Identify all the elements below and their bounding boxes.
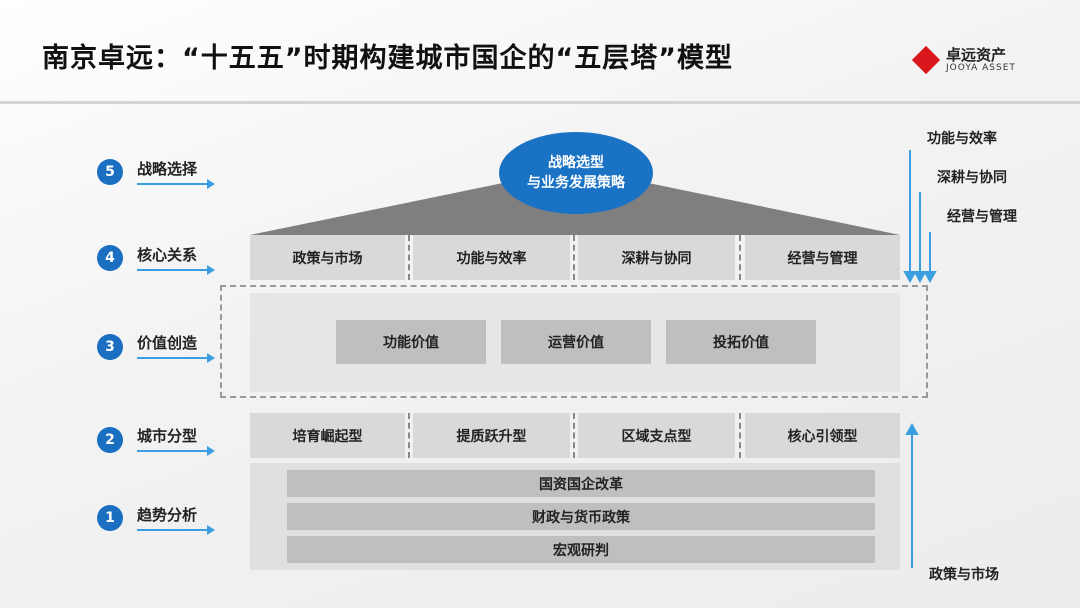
strategy-ellipse: 战略选型 与业务发展策略 <box>499 132 653 214</box>
value-box: 功能价值 <box>336 320 486 364</box>
city-type-box: 培育崛起型 <box>250 413 405 458</box>
layer-5-arrow-icon <box>137 179 215 189</box>
city-type-box: 核心引领型 <box>745 413 900 458</box>
divider <box>739 413 741 458</box>
layer-1-number: 1 <box>97 505 123 531</box>
strategy-line2: 与业务发展策略 <box>527 175 625 191</box>
layer-3-number: 3 <box>97 334 123 360</box>
relation-box: 政策与市场 <box>250 235 405 280</box>
layer-2-arrow-icon <box>137 446 215 456</box>
layer-4-arrow-icon <box>137 265 215 275</box>
layer-5-number: 5 <box>97 159 123 185</box>
bottom-right-label: 政策与市场 <box>929 567 999 583</box>
right-label: 深耕与协同 <box>937 170 1007 186</box>
divider <box>573 235 575 280</box>
layer-3-arrow-icon <box>137 353 215 363</box>
trend-bar: 宏观研判 <box>287 536 875 563</box>
layer-4-label: 核心关系 <box>137 246 198 264</box>
value-dashed-frame <box>220 285 928 398</box>
relation-box: 深耕与协同 <box>578 235 735 280</box>
strategy-line1: 战略选型 <box>548 155 604 171</box>
layer-2-label: 城市分型 <box>137 427 198 445</box>
logo-en: JOOYA ASSET <box>946 63 1016 73</box>
trend-bar: 国资国企改革 <box>287 470 875 497</box>
layer-1-arrow-icon <box>137 525 215 535</box>
city-type-box: 提质跃升型 <box>413 413 570 458</box>
relation-box: 功能与效率 <box>413 235 570 280</box>
layer-1-label: 趋势分析 <box>137 506 198 524</box>
divider <box>573 413 575 458</box>
trend-bar: 财政与货币政策 <box>287 503 875 530</box>
value-box: 投拓价值 <box>666 320 816 364</box>
value-box: 运营价值 <box>501 320 651 364</box>
logo-cn: 卓远资产 <box>946 46 1007 64</box>
layer-4-number: 4 <box>97 245 123 271</box>
title-divider <box>0 101 1080 104</box>
divider <box>739 235 741 280</box>
relation-box: 经营与管理 <box>745 235 900 280</box>
layer-3-label: 价值创造 <box>137 334 198 352</box>
layer-2-number: 2 <box>97 427 123 453</box>
page-title: 南京卓远：“十五五”时期构建城市国企的“五层塔”模型 <box>42 43 733 74</box>
divider <box>408 235 410 280</box>
layer-5-label: 战略选择 <box>137 160 198 178</box>
right-label: 经营与管理 <box>947 209 1017 225</box>
logo: 卓远资产 JOOYA ASSET <box>911 44 1032 78</box>
city-type-box: 区域支点型 <box>578 413 735 458</box>
right-label: 功能与效率 <box>927 131 997 147</box>
divider <box>408 413 410 458</box>
